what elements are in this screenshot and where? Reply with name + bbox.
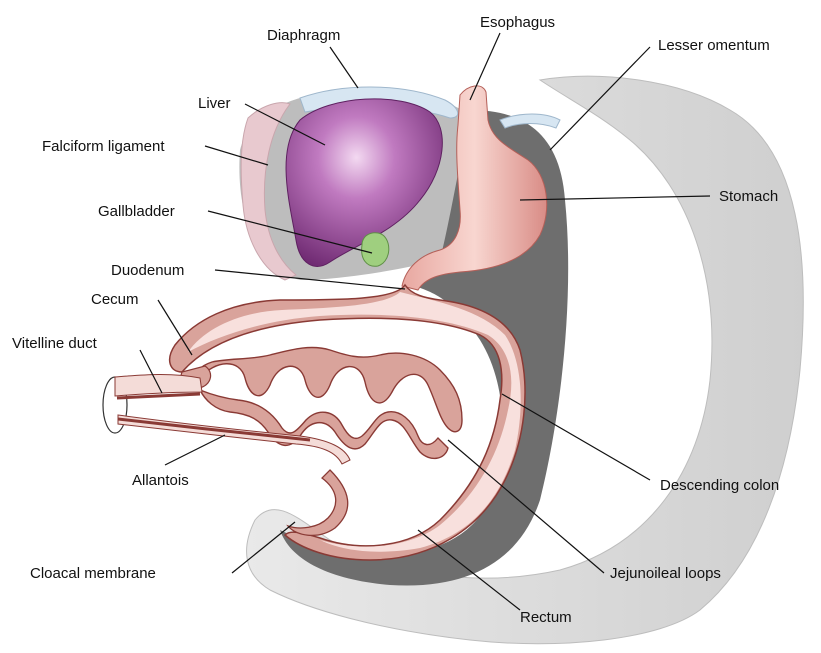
label-cecum: Cecum <box>91 291 139 308</box>
label-esophagus: Esophagus <box>480 14 555 31</box>
label-cloacal-membrane: Cloacal membrane <box>30 565 156 582</box>
label-stomach: Stomach <box>719 188 778 205</box>
label-falciform-ligament: Falciform ligament <box>42 138 165 155</box>
label-liver: Liver <box>198 95 231 112</box>
label-allantois: Allantois <box>132 472 189 489</box>
gallbladder-shape <box>362 233 389 266</box>
label-vitelline-duct: Vitelline duct <box>12 335 98 352</box>
label-diaphragm: Diaphragm <box>267 27 340 44</box>
label-gallbladder: Gallbladder <box>98 203 175 220</box>
leader-allantois <box>165 435 225 465</box>
label-descending-colon: Descending colon <box>660 477 779 494</box>
label-rectum: Rectum <box>520 609 572 626</box>
label-jejunoileal-loops: Jejunoileal loops <box>610 565 721 582</box>
label-lesser-omentum: Lesser omentum <box>658 37 770 54</box>
label-duodenum: Duodenum <box>111 262 184 279</box>
leader-diaphragm <box>330 47 358 88</box>
